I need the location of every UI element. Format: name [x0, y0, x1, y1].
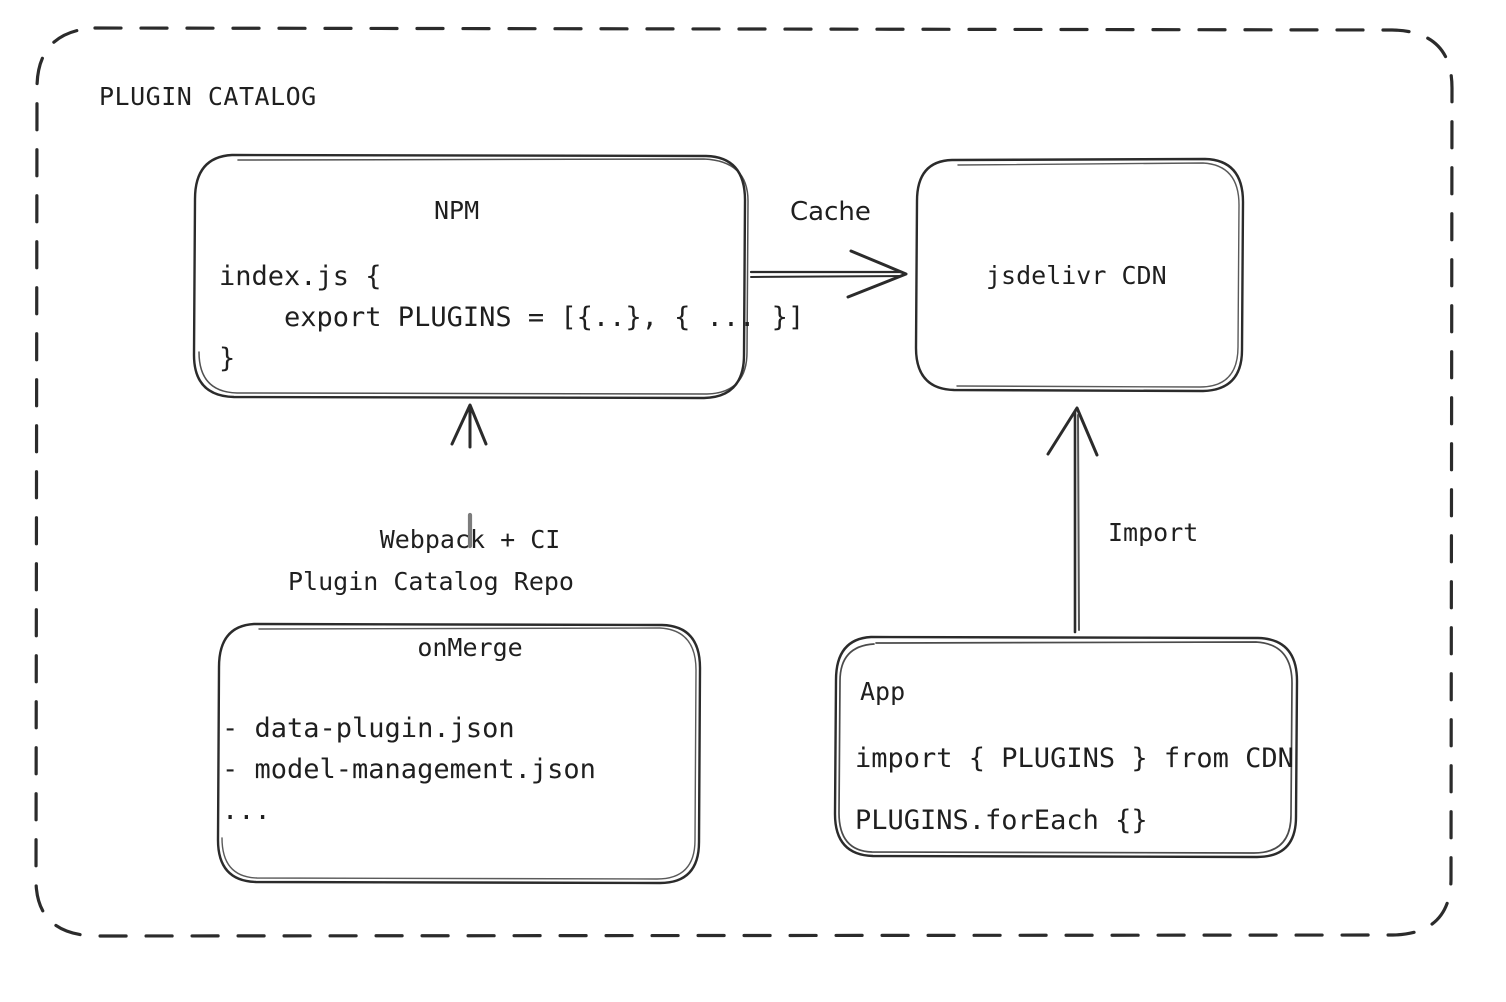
- edge-npm-to-cdn-arrowhead: [846, 249, 908, 299]
- npm-node-title: NPM: [434, 196, 480, 225]
- app-node-title: App: [860, 677, 906, 706]
- group-title: PLUGIN CATALOG: [99, 82, 317, 111]
- cdn-node-title: jsdelivr CDN: [986, 261, 1167, 290]
- edge-npm-to-cdn-line-sketch: [750, 275, 901, 278]
- repo-box-border-sketch: [221, 627, 697, 880]
- group-container-border: [34, 26, 1454, 938]
- app-node-foreach-line: PLUGINS.forEach {}: [855, 805, 1148, 836]
- edge-label-webpack-ci: Webpack + CI onMerge: [372, 450, 568, 738]
- edge-label-webpack-ci-line1: Webpack + CI: [379, 525, 561, 554]
- cdn-box-border-sketch: [956, 162, 1240, 388]
- repo-box-border: [216, 622, 702, 885]
- edge-repo-to-npm-arrowhead: [450, 403, 488, 446]
- repo-node-code: - data-plugin.json - model-management.js…: [222, 713, 596, 826]
- repo-node-caption: Plugin Catalog Repo: [288, 567, 574, 596]
- app-box-border: [833, 635, 1299, 859]
- npm-box-border-sketch: [198, 158, 749, 395]
- edge-app-to-cdn-arrowhead: [1046, 406, 1099, 457]
- app-node-import-line: import { PLUGINS } from CDN: [855, 743, 1294, 774]
- npm-node-code: index.js { export PLUGINS = [{..}, { ...…: [219, 261, 805, 374]
- app-box-border-sketch: [838, 641, 1293, 854]
- edge-label-import: Import: [1108, 518, 1199, 547]
- edge-app-to-cdn-stem-sketch: [1077, 414, 1080, 631]
- cdn-box-border: [914, 157, 1245, 393]
- edge-label-webpack-ci-line2: onMerge: [417, 633, 523, 662]
- edge-label-cache: Cache: [790, 197, 871, 227]
